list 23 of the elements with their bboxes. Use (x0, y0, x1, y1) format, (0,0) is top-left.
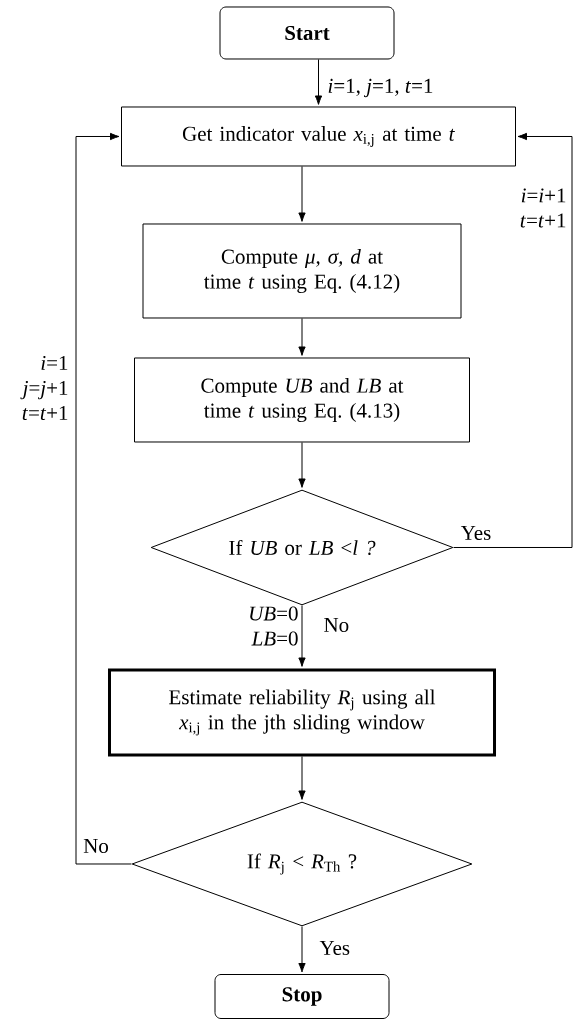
process-box: Get indicator value x$_{i,j}$ at time t (121, 106, 516, 167)
arrow (298, 756, 306, 800)
counter-update-label: i=1 j=j+1 t=t+1 (20, 355, 68, 421)
arrow (298, 605, 306, 667)
process-box: Compute UB and LB at time t using Eq. (4.13) (134, 357, 470, 443)
arrow (453, 132, 573, 548)
edge-label: No (82, 838, 110, 854)
stop-terminal: Stop (214, 974, 390, 1019)
arrow (75, 132, 132, 865)
arrow (298, 926, 306, 973)
counter-update-label: UB=0 LB=0 (250, 606, 298, 646)
edge-label: Yes (318, 940, 352, 956)
arrow (298, 166, 306, 222)
edge-label: i=1, j=1, t=1 (326, 77, 435, 99)
process-box: Compute μ, σ, d at time t using Eq. (4.12) (142, 223, 462, 319)
arrow (298, 318, 306, 356)
process-box: Estimate reliability R$_{j}$ using all x$_{i,j}$ in the jth sliding window (108, 668, 496, 757)
edge-label: No (322, 617, 351, 633)
start-terminal: Start (219, 6, 395, 60)
edge-label: Yes (459, 525, 493, 541)
arrow (314, 59, 323, 105)
arrow (298, 442, 306, 488)
counter-update-label: i=i+1 t=t+1 (520, 188, 566, 228)
